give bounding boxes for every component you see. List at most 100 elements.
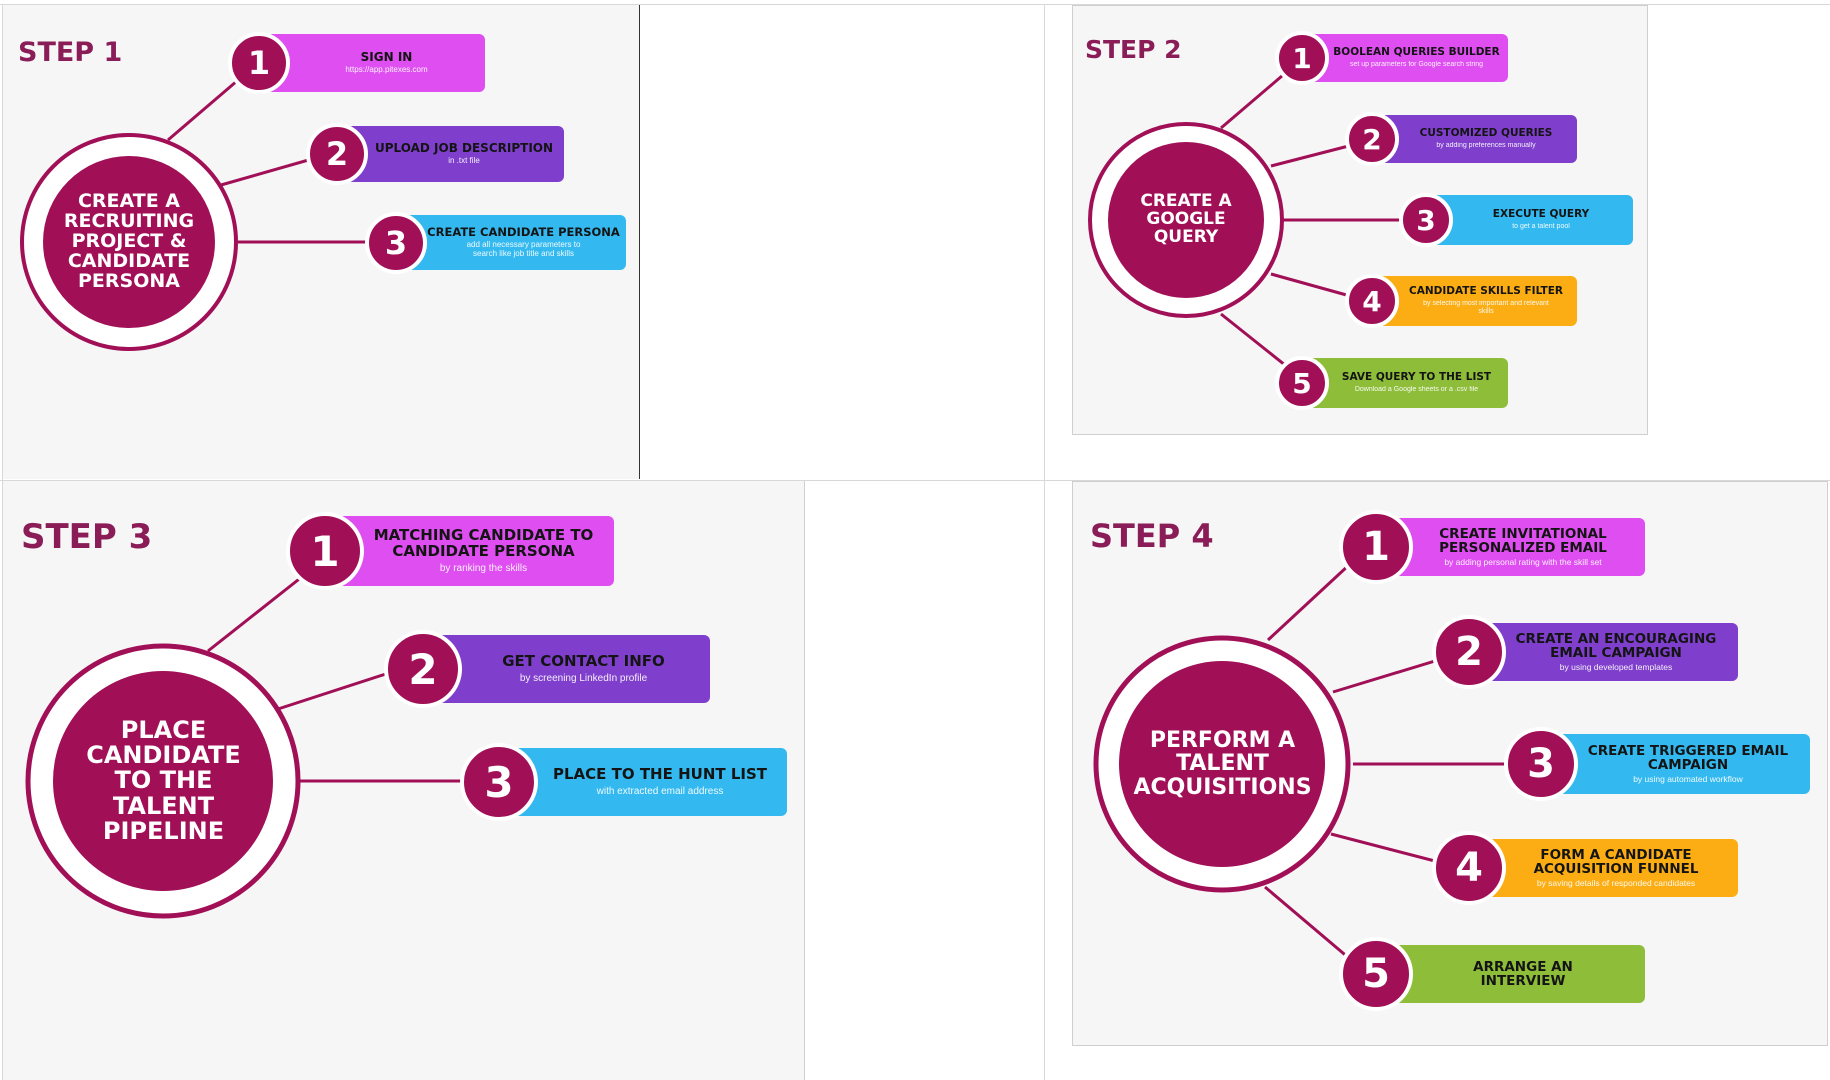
step2-item-3-sub: to get a talent pool — [1512, 223, 1570, 231]
step4-item-1-title: CREATE INVITATIONAL PERSONALIZED EMAIL — [1439, 525, 1607, 556]
step1-item-2-number: 2 — [306, 123, 368, 185]
step4-item-3: CREATE TRIGGERED EMAIL CAMPAIGN by using… — [1504, 727, 1810, 801]
step3-panel: STEP 3 PLACE CANDIDATE TO THE TALENT PIP… — [3, 481, 805, 1080]
step2-item-3-title: EXECUTE QUERY — [1492, 208, 1590, 221]
step4-center-circle — [1119, 661, 1325, 867]
step1-center-circle — [43, 156, 215, 328]
step4-item-2-title: CREATE AN ENCOURAGING EMAIL CAMPAIGN — [1515, 630, 1717, 661]
step2-item-4-sub: by selecting most important and relevant… — [1423, 300, 1549, 315]
step4-title: STEP 4 — [1090, 517, 1214, 555]
step2-item-2: CUSTOMIZED QUERIES by adding preferences… — [1345, 112, 1577, 166]
step3-item-1-number: 1 — [286, 512, 364, 590]
step3-item-3-box: PLACE TO THE HUNT LIST with extracted em… — [505, 748, 787, 816]
step2-item-2-box: CUSTOMIZED QUERIES by adding preferences… — [1377, 115, 1577, 163]
step4-item-1-number: 1 — [1339, 510, 1413, 584]
step4-connectors — [1093, 550, 1518, 972]
grid-line-column — [1044, 4, 1045, 1080]
step1-item-3: CREATE CANDIDATE PERSONA add all necessa… — [365, 211, 626, 274]
step4-item-3-number: 3 — [1504, 727, 1578, 801]
step4-item-5-box: ARRANGE AN INTERVIEW — [1379, 945, 1645, 1003]
step1-item-3-sub: add all necessary parameters to search l… — [466, 240, 581, 259]
grid-line-middle — [0, 480, 1830, 481]
step3-item-2-title: GET CONTACT INFO — [502, 652, 665, 671]
step3-item-2-sub: by screening LinkedIn profile — [519, 672, 648, 684]
step2-item-4: CANDIDATE SKILLS FILTER by selecting mos… — [1345, 274, 1577, 328]
step2-item-1: BOOLEAN QUERIES BUILDER set up parameter… — [1275, 31, 1508, 85]
step1-item-2-sub: in .txt file — [448, 156, 480, 166]
step3-item-3: PLACE TO THE HUNT LIST with extracted em… — [460, 743, 787, 821]
step2-item-1-number: 1 — [1275, 31, 1329, 85]
step4-item-5: ARRANGE AN INTERVIEW 5 — [1339, 937, 1645, 1011]
step1-item-2-title: UPLOAD JOB DESCRIPTION — [374, 140, 554, 155]
step4-item-5-title: ARRANGE AN INTERVIEW — [1473, 958, 1573, 989]
step4-item-2-sub: by using developed templates — [1559, 662, 1673, 672]
step1-item-1-sub: https://app.pitexes.com — [345, 65, 428, 75]
step4-item-2: CREATE AN ENCOURAGING EMAIL CAMPAIGN by … — [1432, 615, 1738, 689]
step1-item-1: SIGN IN https://app.pitexes.com 1 — [228, 32, 485, 94]
step4-item-5-number: 5 — [1339, 937, 1413, 1011]
step4-panel: STEP 4 PERFORM A TALENT ACQUISITIONS CRE… — [1072, 481, 1828, 1046]
step4-item-2-number: 2 — [1432, 615, 1506, 689]
step2-center-circle — [1108, 142, 1264, 298]
step1-item-2: UPLOAD JOB DESCRIPTION in .txt file 2 — [306, 123, 564, 185]
step1-item-3-number: 3 — [365, 211, 427, 274]
step3-item-2-number: 2 — [384, 630, 462, 708]
step2-item-5-sub: Download a Google sheets or a .csv file — [1354, 386, 1479, 394]
step4-item-3-title: CREATE TRIGGERED EMAIL CAMPAIGN — [1587, 742, 1789, 773]
step2-center-label: CREATE A GOOGLE QUERY — [1140, 191, 1232, 247]
step2-item-3: EXECUTE QUERY to get a talent pool 3 — [1399, 193, 1633, 247]
step3-item-3-number: 3 — [460, 743, 538, 821]
step3-item-1-sub: by ranking the skills — [439, 562, 528, 574]
step3-item-1-title: MATCHING CANDIDATE TO CANDIDATE PERSONA — [373, 526, 594, 560]
step2-item-2-number: 2 — [1345, 112, 1399, 166]
step4-item-1-sub: by adding personal rating with the skill… — [1444, 557, 1602, 567]
step3-item-1: MATCHING CANDIDATE TO CANDIDATE PERSONA … — [286, 512, 614, 590]
step3-title: STEP 3 — [21, 517, 153, 557]
step2-item-3-box: EXECUTE QUERY to get a talent pool — [1431, 195, 1633, 245]
step1-title: STEP 1 — [18, 37, 123, 68]
step4-item-4-number: 4 — [1432, 831, 1506, 905]
step2-item-5-title: SAVE QUERY TO THE LIST — [1341, 371, 1492, 384]
step4-item-1-box: CREATE INVITATIONAL PERSONALIZED EMAIL b… — [1379, 518, 1645, 576]
step2-item-5: SAVE QUERY TO THE LIST Download a Google… — [1275, 356, 1508, 410]
step4-item-4-sub: by saving details of responded candidate… — [1536, 878, 1696, 888]
step3-item-1-box: MATCHING CANDIDATE TO CANDIDATE PERSONA … — [331, 516, 614, 586]
step2-item-3-number: 3 — [1399, 193, 1453, 247]
step4-item-1: CREATE INVITATIONAL PERSONALIZED EMAIL b… — [1339, 510, 1645, 584]
step3-connectors — [25, 574, 478, 919]
step1-item-3-title: CREATE CANDIDATE PERSONA — [427, 225, 620, 240]
step1-item-1-box: SIGN IN https://app.pitexes.com — [266, 34, 485, 92]
step1-item-2-box: UPLOAD JOB DESCRIPTION in .txt file — [342, 126, 564, 182]
step1-item-1-title: SIGN IN — [360, 49, 413, 64]
step2-item-4-number: 4 — [1345, 274, 1399, 328]
step3-item-3-sub: with extracted email address — [596, 785, 724, 797]
step4-item-4: FORM A CANDIDATE ACQUISITION FUNNEL by s… — [1432, 831, 1738, 905]
step1-panel: STEP 1 CREATE A RECRUITING PROJECT & CAN… — [3, 5, 640, 479]
step3-item-2-box: GET CONTACT INFO by screening LinkedIn p… — [429, 635, 710, 703]
grid-line-left — [2, 4, 3, 1080]
step2-item-4-box: CANDIDATE SKILLS FILTER by selecting mos… — [1377, 276, 1577, 326]
step2-title: STEP 2 — [1085, 35, 1182, 64]
step1-item-3-box: CREATE CANDIDATE PERSONA add all necessa… — [401, 215, 626, 270]
step3-center-label: PLACE CANDIDATE TO THE TALENT PIPELINE — [86, 716, 241, 845]
step2-item-1-sub: set up parameters for Google search stri… — [1349, 61, 1484, 69]
step2-item-1-box: BOOLEAN QUERIES BUILDER set up parameter… — [1307, 34, 1508, 82]
step4-item-4-title: FORM A CANDIDATE ACQUISITION FUNNEL — [1533, 846, 1699, 877]
step2-item-4-title: CANDIDATE SKILLS FILTER — [1409, 285, 1563, 298]
step4-item-2-box: CREATE AN ENCOURAGING EMAIL CAMPAIGN by … — [1472, 623, 1738, 681]
step3-center-circle — [53, 671, 273, 891]
step2-item-2-sub: by adding preferences manually — [1436, 142, 1536, 150]
step4-item-4-box: FORM A CANDIDATE ACQUISITION FUNNEL by s… — [1472, 839, 1738, 897]
step4-item-3-sub: by using automated workflow — [1633, 774, 1743, 784]
step4-item-3-box: CREATE TRIGGERED EMAIL CAMPAIGN by using… — [1544, 734, 1810, 794]
step1-item-1-number: 1 — [228, 32, 290, 94]
step3-item-2: GET CONTACT INFO by screening LinkedIn p… — [384, 630, 710, 708]
step2-item-2-title: CUSTOMIZED QUERIES — [1419, 127, 1553, 140]
step2-item-5-number: 5 — [1275, 356, 1329, 410]
step4-center-label: PERFORM A TALENT ACQUISITIONS — [1133, 728, 1312, 800]
step3-item-3-title: PLACE TO THE HUNT LIST — [552, 765, 767, 784]
step2-panel: STEP 2 CREATE A GOOGLE QUERY BOOLEAN QUE… — [1072, 5, 1648, 435]
grid-line-top — [0, 4, 1830, 5]
step2-item-1-title: BOOLEAN QUERIES BUILDER — [1333, 46, 1500, 59]
step2-item-5-box: SAVE QUERY TO THE LIST Download a Google… — [1307, 358, 1508, 408]
